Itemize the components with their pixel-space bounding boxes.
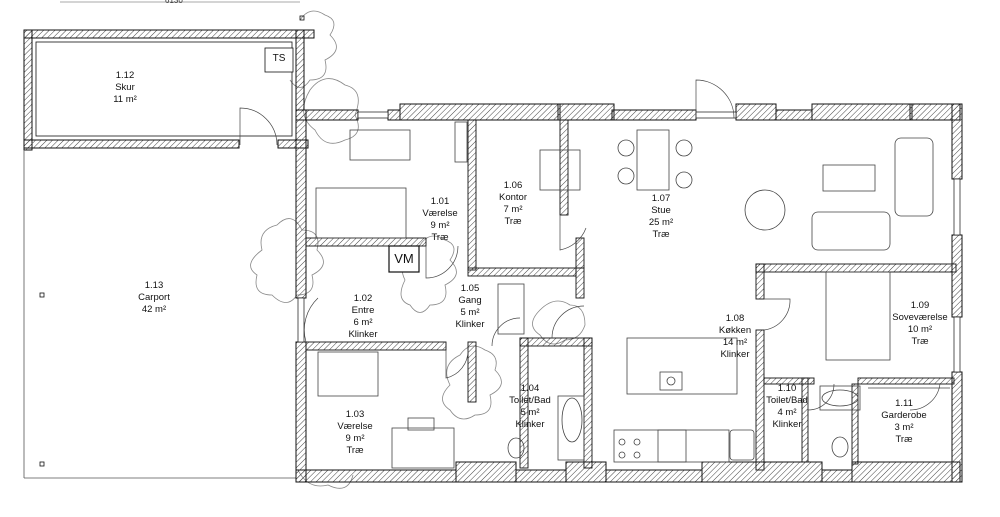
carport-post: [39, 292, 45, 298]
dimension-line: 6130: [60, 0, 300, 5]
windows: [297, 111, 961, 373]
carport-post: [39, 461, 45, 467]
carport-outline: [23, 150, 296, 479]
vm-tag: VM: [394, 251, 414, 266]
dimension-value: 6130: [165, 0, 183, 5]
carport-post: [299, 15, 305, 21]
shed-door: [239, 107, 278, 146]
interior-walls: [305, 119, 957, 471]
ts-box: [264, 47, 294, 73]
door-swings: [303, 79, 941, 411]
ts-tag: TS: [272, 53, 286, 64]
furniture: [315, 121, 950, 469]
vm-box: [388, 245, 420, 273]
house-exterior-walls: [295, 103, 963, 483]
shed-inner-outline: [35, 41, 293, 137]
shed-walls: [23, 29, 315, 151]
